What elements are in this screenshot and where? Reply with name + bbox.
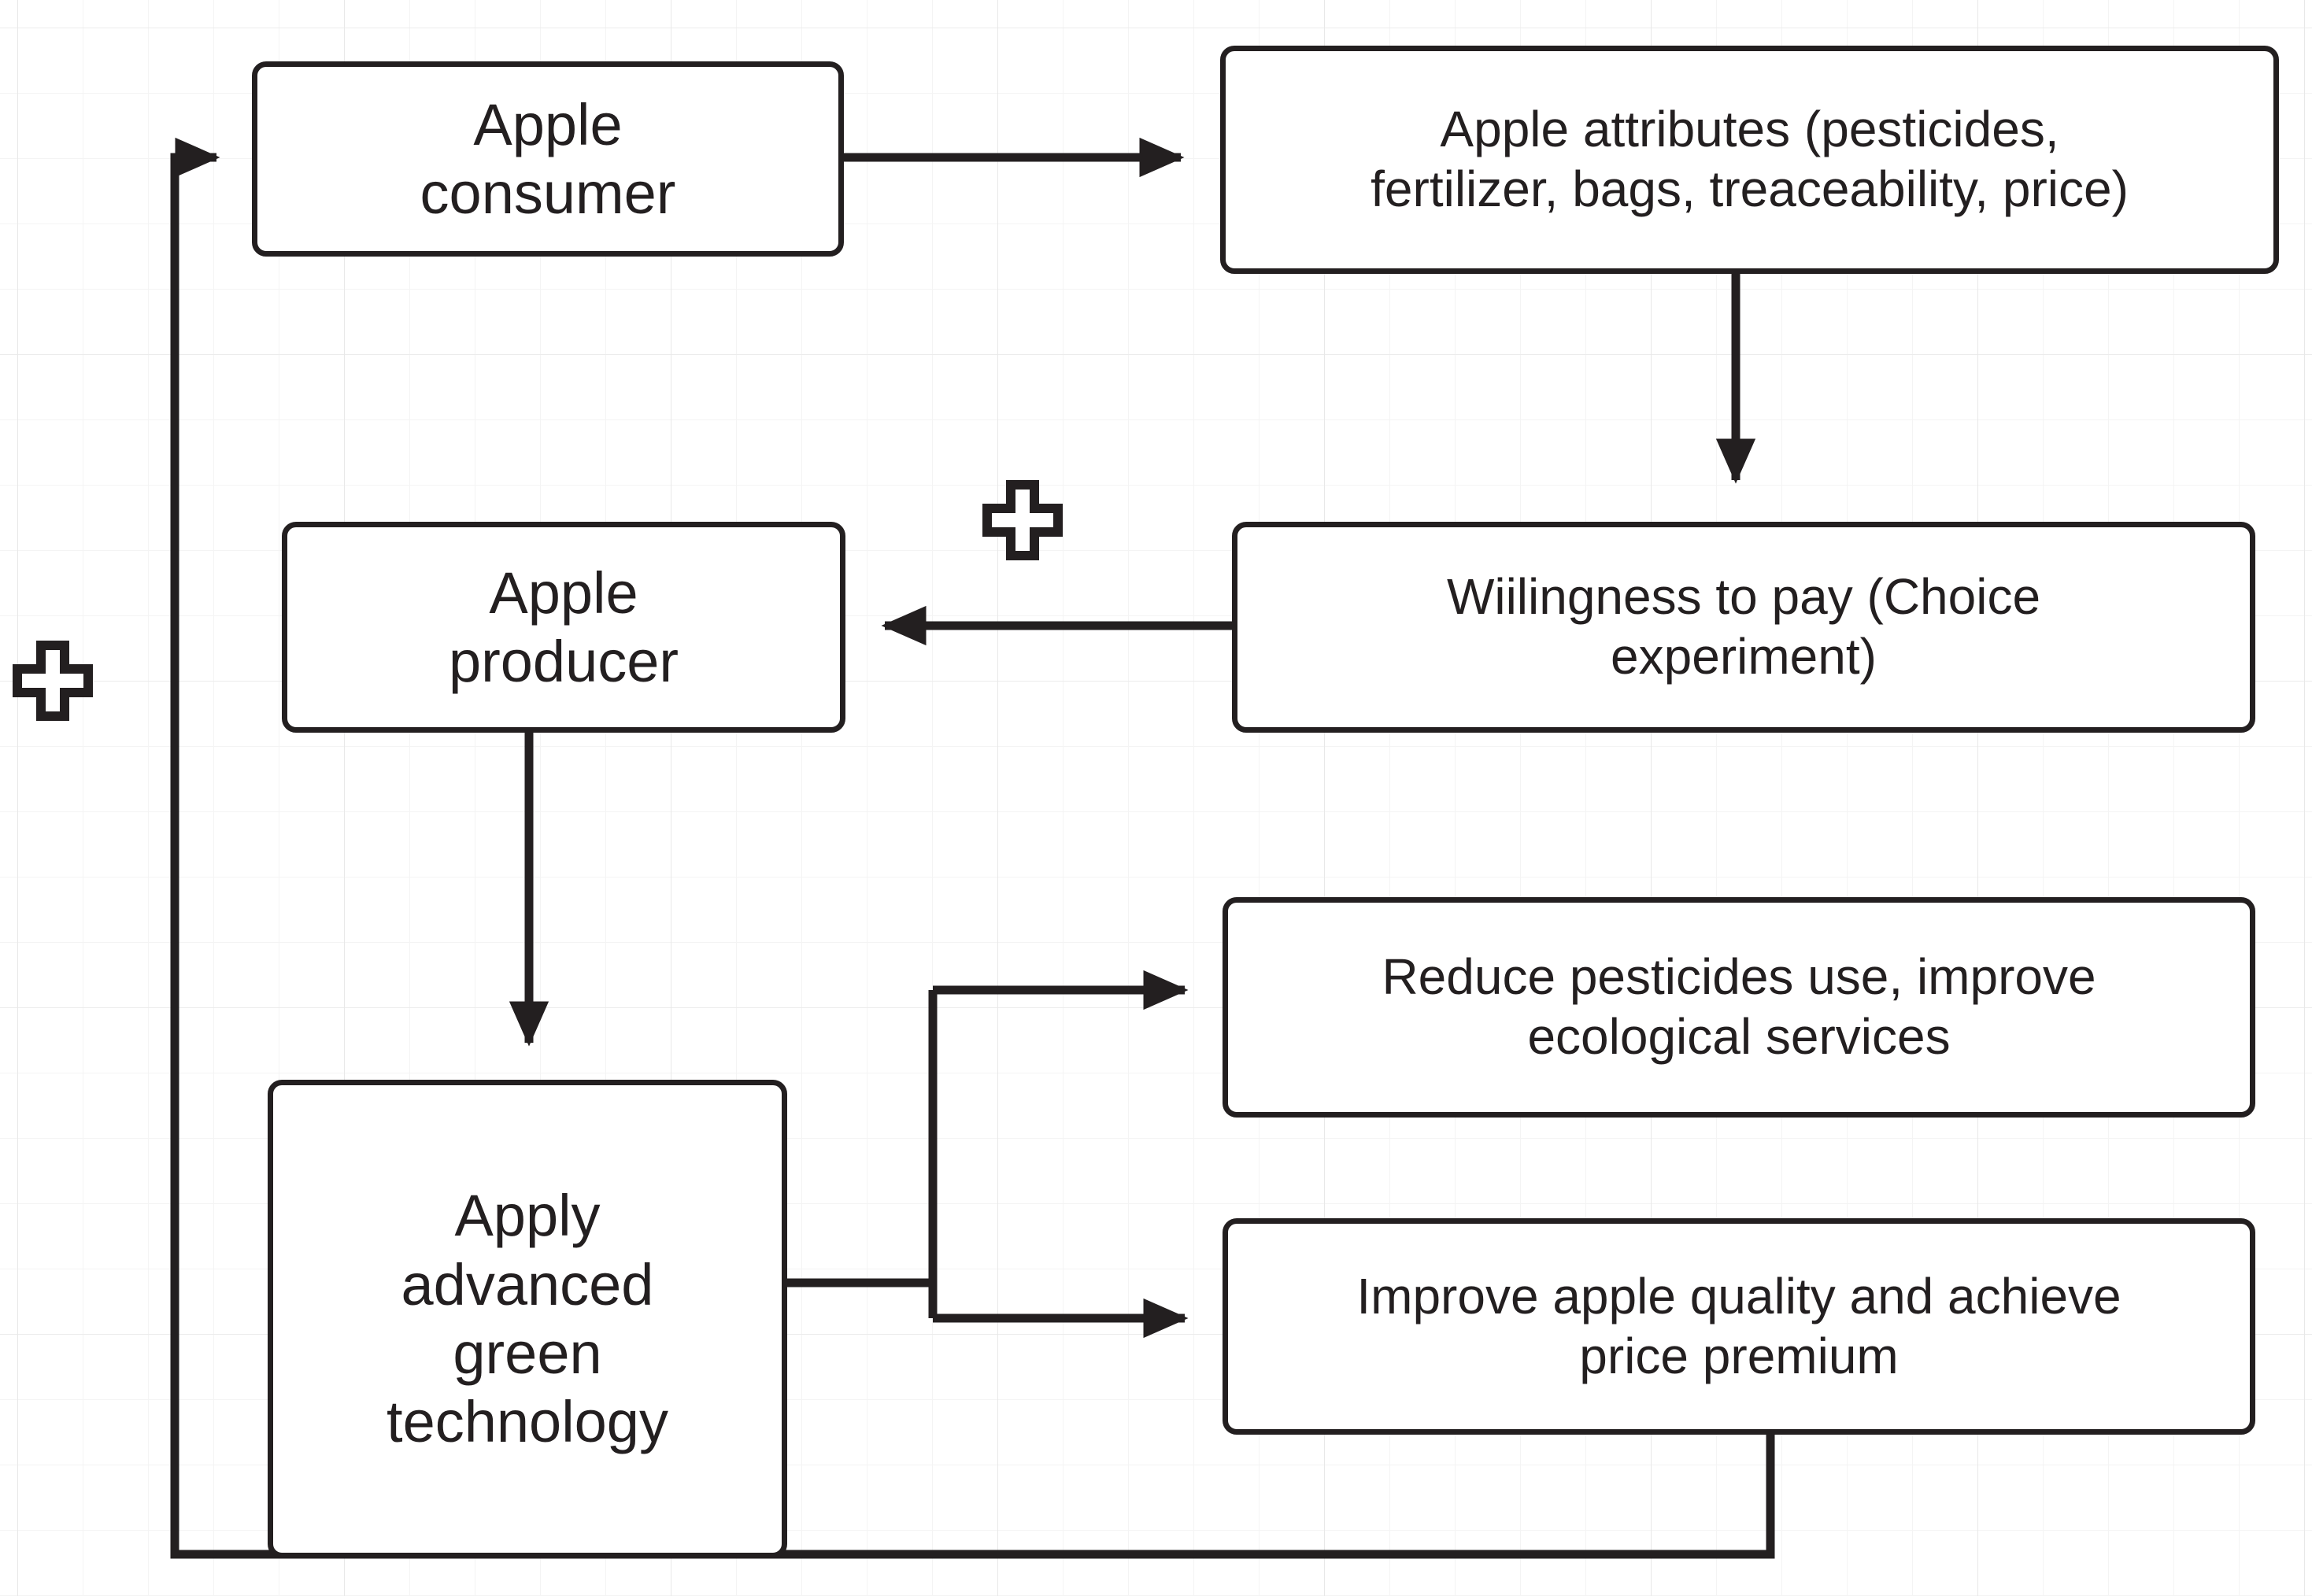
node-willingness-to-pay-label: Wiilingness to pay (Choice experiment) — [1446, 568, 2041, 685]
node-apple-producer[interactable]: Apple producer — [282, 522, 845, 733]
node-apply-green-technology[interactable]: Apply advanced green technology — [268, 1080, 787, 1558]
edge-greentech-branch — [787, 970, 1189, 1339]
plus-icon-left — [13, 641, 93, 721]
node-apple-consumer-label: Apple consumer — [420, 91, 676, 226]
node-improve-quality-label: Improve apple quality and achieve price … — [1356, 1267, 2121, 1384]
node-apple-attributes[interactable]: Apple attributes (pesticides, fertilizer… — [1220, 46, 2279, 274]
node-reduce-pesticides-label: Reduce pesticides use, improve ecologica… — [1382, 948, 2096, 1065]
node-willingness-to-pay[interactable]: Wiilingness to pay (Choice experiment) — [1232, 522, 2255, 733]
node-apply-green-technology-label: Apply advanced green technology — [387, 1183, 668, 1455]
node-apple-producer-label: Apple producer — [448, 560, 679, 694]
node-apple-consumer[interactable]: Apple consumer — [252, 61, 844, 257]
node-apple-attributes-label: Apple attributes (pesticides, fertilizer… — [1371, 101, 2129, 217]
node-improve-quality[interactable]: Improve apple quality and achieve price … — [1223, 1218, 2255, 1435]
node-reduce-pesticides[interactable]: Reduce pesticides use, improve ecologica… — [1223, 897, 2255, 1118]
plus-icon-center — [982, 480, 1063, 560]
